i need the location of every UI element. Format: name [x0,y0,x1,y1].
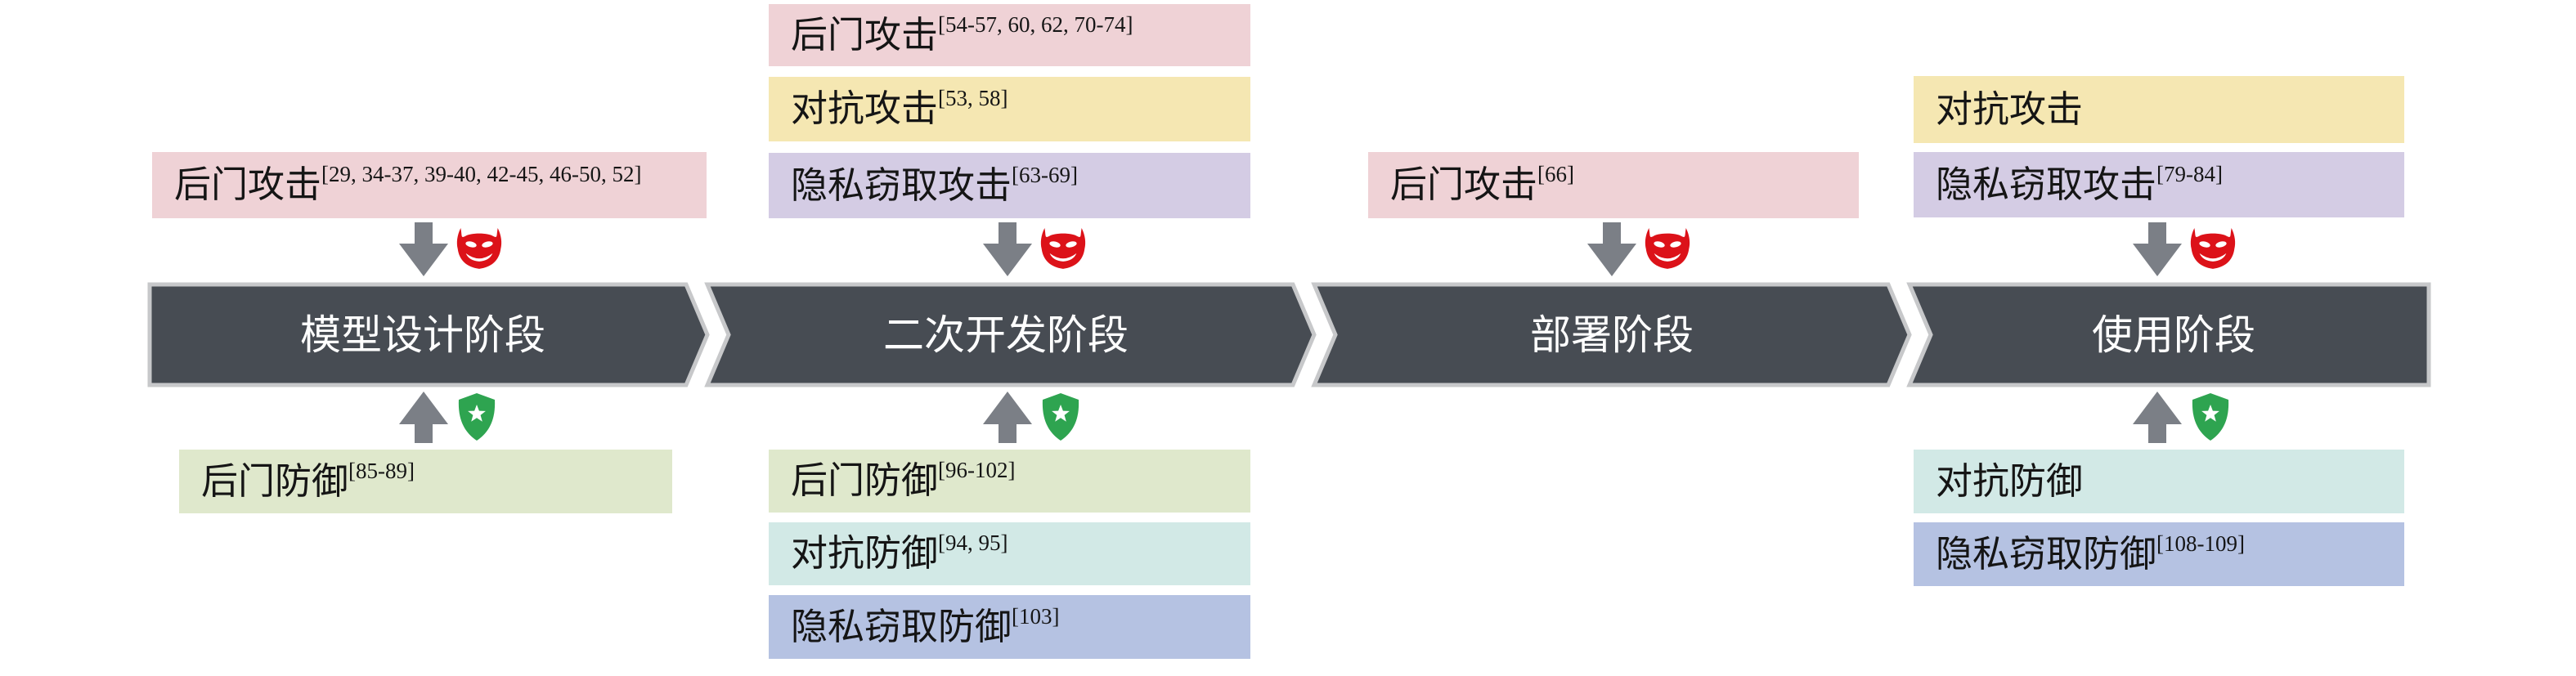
attack-label: 对抗攻击 [791,88,939,129]
defense-box-privacy-stage2: 隐私窃取防御[103] [769,595,1250,659]
stage-segment-2 [704,282,1317,387]
attack-refs: [66] [1537,162,1574,186]
attack-box-privacy-stage2: 隐私窃取攻击[63-69] [769,153,1250,218]
attack-refs: [63-69] [1012,162,1078,187]
defense-label: 后门防御 [201,460,349,502]
shield-icon [458,393,496,441]
down-arrow-icon [399,222,448,276]
shield-icon [1042,393,1079,441]
attack-refs: [29, 34-37, 39-40, 42-45, 46-50, 52] [321,162,642,186]
defense-label: 隐私窃取防御 [1936,533,2157,575]
defense-refs: [96-102] [938,458,1016,482]
defense-box-adversarial-stage4: 对抗防御 [1914,450,2404,513]
attack-box-privacy-stage4: 隐私窃取攻击[79-84] [1914,152,2404,217]
defense-box-adversarial-stage2: 对抗防御[94, 95] [769,522,1250,585]
attack-refs: [79-84] [2156,161,2223,186]
attack-refs: [54-57, 60, 62, 70-74] [938,11,1133,37]
stage-segment-4 [1906,282,2431,387]
stage-segment-3 [1311,282,1912,387]
up-arrow-icon [399,392,448,443]
attack-arrow-group-stage4 [2133,222,2237,276]
attack-refs: [53, 58] [938,86,1008,110]
defense-label: 隐私窃取防御 [791,606,1012,647]
up-arrow-icon [983,392,1032,443]
defense-refs: [108-109] [2156,531,2245,556]
attack-label: 对抗攻击 [1936,88,2084,130]
stage-label-2: 二次开发阶段 [883,312,1129,358]
defense-box-backdoor-stage2: 后门防御[96-102] [769,450,1250,513]
defense-arrow-group-stage2 [983,392,1082,443]
defense-label: 对抗防御 [1936,460,2084,502]
attack-arrow-group-stage3 [1587,222,1691,276]
stage-segment-1 [147,282,710,387]
attack-label: 后门攻击 [791,14,939,56]
devil-icon [2190,228,2236,269]
defense-label: 后门防御 [791,460,939,501]
stage-label-3: 部署阶段 [1530,312,1694,358]
down-arrow-icon [983,222,1032,276]
defense-refs: [103] [1012,603,1060,629]
defense-box-privacy-stage4: 隐私窃取防御[108-109] [1914,522,2404,586]
attack-arrow-group-stage1 [399,222,503,276]
attack-arrow-group-stage2 [983,222,1087,276]
stage-process-bar: 模型设计阶段 二次开发阶段 部署阶段 使用阶段 [147,282,2431,387]
stage-label-4: 使用阶段 [2092,312,2255,358]
attack-box-backdoor-stage1: 后门攻击[29, 34-37, 39-40, 42-45, 46-50, 52] [152,152,707,218]
down-arrow-icon [1587,222,1636,276]
devil-icon [1040,228,1086,269]
defense-arrow-group-stage1 [399,392,498,443]
attack-box-backdoor-stage2: 后门攻击[54-57, 60, 62, 70-74] [769,4,1250,66]
attack-box-backdoor-stage3: 后门攻击[66] [1368,152,1859,218]
attack-box-adversarial-stage2: 对抗攻击[53, 58] [769,77,1250,141]
attack-label: 后门攻击 [174,164,322,205]
shield-icon [2192,393,2229,441]
defense-arrow-group-stage4 [2133,392,2232,443]
attack-label: 后门攻击 [1390,164,1538,205]
attack-label: 隐私窃取攻击 [791,164,1012,206]
defense-refs: [94, 95] [938,531,1008,555]
stage-label-1: 模型设计阶段 [300,312,545,358]
attack-box-adversarial-stage4: 对抗攻击 [1914,76,2404,143]
down-arrow-icon [2133,222,2182,276]
devil-icon [1645,228,1690,269]
defense-box-backdoor-stage1: 后门防御[85-89] [179,450,672,513]
devil-icon [456,228,502,269]
up-arrow-icon [2133,392,2182,443]
defense-label: 对抗防御 [791,533,939,574]
attack-label: 隐私窃取攻击 [1936,163,2157,205]
defense-refs: [85-89] [348,458,415,483]
